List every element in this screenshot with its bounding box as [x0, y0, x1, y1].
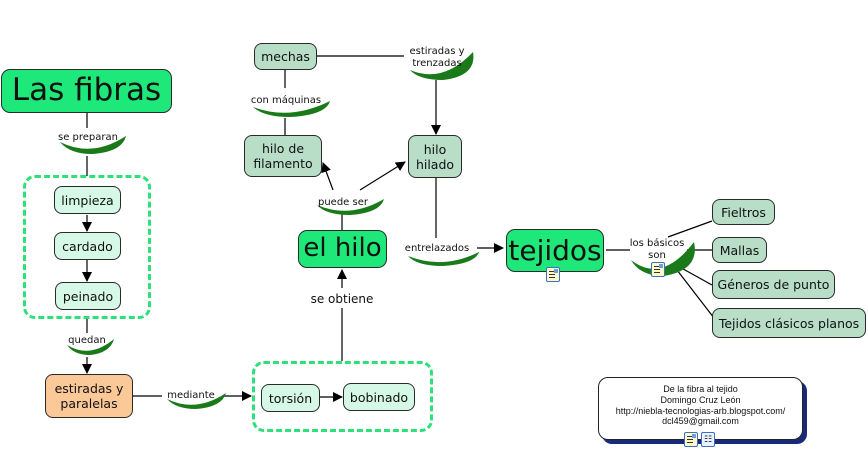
concept-estiradas-paralelas[interactable]: estiradas y paralelas	[45, 374, 133, 418]
link-se-preparan: se preparan	[58, 132, 118, 143]
concept-el-hilo[interactable]: el hilo	[298, 230, 387, 268]
process-group	[252, 361, 433, 432]
link-quedan: quedan	[68, 335, 106, 346]
link-se-obtiene: se obtiene	[308, 291, 376, 307]
credits-document-icon[interactable]	[684, 432, 698, 447]
basicos-document-icon[interactable]	[651, 262, 665, 277]
concept-hilo-filamento[interactable]: hilo de filamento	[244, 135, 322, 177]
concept-cardado[interactable]: cardado	[54, 232, 121, 260]
concept-bobinado[interactable]: bobinado	[343, 383, 415, 411]
credits-url[interactable]: http://niebla-tecnologias-arb.blogspot.c…	[615, 405, 786, 416]
concept-tejidos-clasicos[interactable]: Tejidos clásicos planos	[712, 308, 866, 338]
swoosh-se-preparan	[60, 136, 126, 154]
credits-box: De la fibra al tejido Domingo Cruz León …	[598, 377, 803, 440]
credits-title: De la fibra al tejido	[663, 384, 738, 394]
credits-concept-map-icon[interactable]: ☷	[701, 432, 715, 447]
swoosh-puede-ser	[317, 199, 384, 215]
link-puede-ser: puede ser	[318, 197, 368, 208]
concept-tejidos[interactable]: tejidos	[506, 229, 604, 272]
link-los-basicos-son: los básicos son	[629, 238, 685, 261]
concept-limpieza[interactable]: limpieza	[54, 186, 121, 214]
preparation-group	[23, 175, 151, 319]
swoosh-con-maquinas	[253, 101, 330, 117]
swoosh-mediante	[167, 393, 226, 409]
tejidos-document-icon[interactable]	[546, 267, 560, 282]
link-entrelazados: entrelazados	[404, 243, 470, 254]
credits-author: Domingo Cruz León	[660, 394, 741, 405]
concept-torsion[interactable]: torsión	[261, 384, 320, 412]
credits-email[interactable]: dcl459@gmail.com	[662, 416, 739, 427]
swoosh-los-basicos-son	[631, 242, 695, 276]
concept-generos-punto[interactable]: Géneros de punto	[712, 270, 835, 299]
concept-mallas[interactable]: Mallas	[712, 237, 767, 263]
concept-peinado[interactable]: peinado	[55, 282, 121, 310]
concept-las-fibras[interactable]: Las fibras	[1, 69, 172, 113]
link-estiradas-trenzadas: estiradas y trenzadas	[409, 46, 465, 69]
concept-mechas[interactable]: mechas	[254, 43, 317, 70]
link-con-maquinas: con máquinas	[250, 95, 322, 106]
swoosh-entrelazados	[408, 252, 479, 266]
link-mediante: mediante	[167, 390, 215, 401]
swoosh-quedan	[67, 339, 114, 355]
concept-hilo-hilado[interactable]: hilo hilado	[408, 135, 462, 178]
concept-fieltros[interactable]: Fieltros	[712, 199, 775, 225]
swoosh-estiradas-trenzadas	[410, 52, 474, 80]
